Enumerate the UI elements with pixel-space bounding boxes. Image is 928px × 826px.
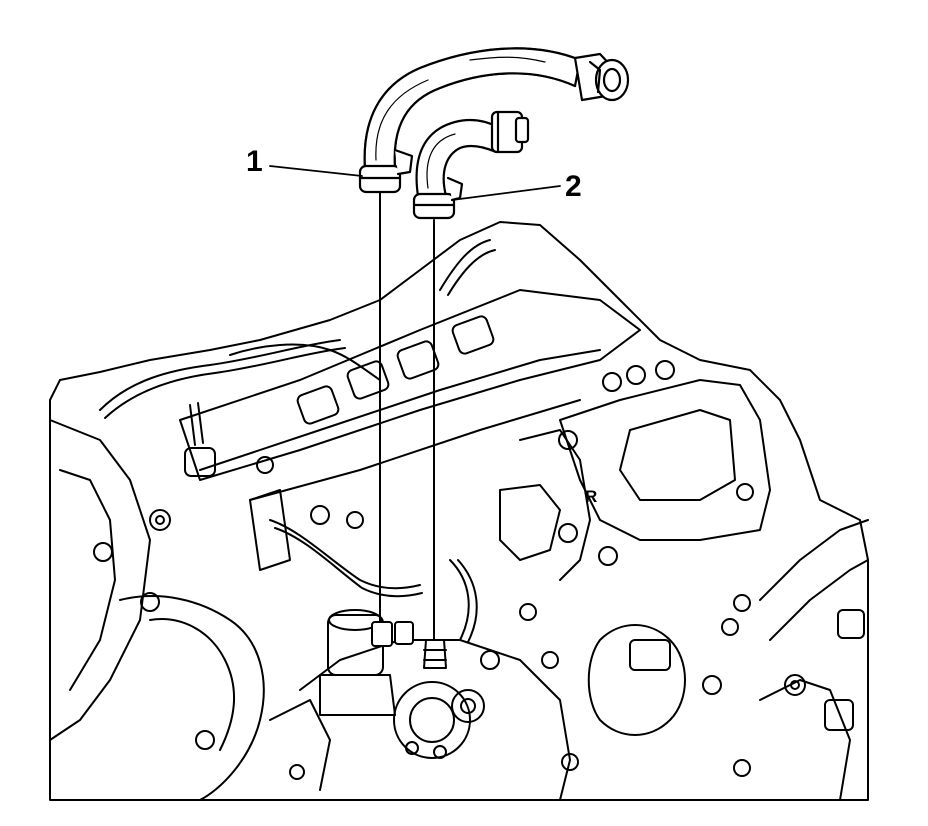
bolt-heads — [93, 360, 754, 780]
callout-label-2: 2 — [565, 170, 582, 203]
hose-2-end-fitting — [490, 110, 530, 154]
callout-leaders — [269, 165, 561, 201]
hose-1 — [358, 47, 630, 194]
callout-label-1: 1 — [246, 145, 263, 178]
engine-assembly — [49, 221, 869, 801]
callout-2-leader — [451, 185, 561, 201]
hose-2 — [412, 110, 530, 220]
hose-installation-lines — [371, 191, 447, 669]
callout-1-leader — [269, 165, 363, 177]
engine-bank-marking: R — [585, 487, 598, 506]
hose-1-end-fitting — [573, 52, 630, 102]
